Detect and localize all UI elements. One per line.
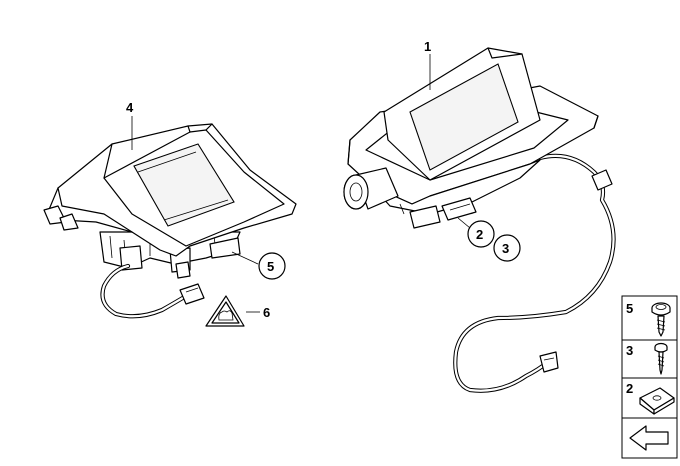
callout-5: 5 bbox=[267, 259, 274, 274]
central-display-unit bbox=[343, 47, 616, 393]
legend-label-3: 3 bbox=[626, 343, 633, 358]
callout-1: 1 bbox=[424, 39, 431, 54]
display-trim-housing bbox=[43, 123, 297, 319]
self-tapping-screw-icon bbox=[654, 342, 668, 375]
navigation-arrow-icon[interactable] bbox=[629, 425, 669, 451]
fastener-legend: 5 3 2 bbox=[621, 295, 678, 459]
legend-label-2: 2 bbox=[626, 381, 633, 396]
legend-label-5: 5 bbox=[626, 301, 633, 316]
callout-3: 3 bbox=[502, 241, 509, 256]
callout-5-circle bbox=[258, 252, 286, 280]
legend-box-3 bbox=[621, 339, 678, 379]
callout-2-circle bbox=[467, 220, 495, 248]
clip-nut-icon bbox=[639, 387, 675, 415]
callout-4: 4 bbox=[126, 100, 134, 115]
leader-line-5 bbox=[231, 251, 259, 265]
warning-label bbox=[205, 295, 245, 327]
screw-with-washer-icon bbox=[651, 302, 671, 337]
callout-2: 2 bbox=[476, 227, 483, 242]
callout-6: 6 bbox=[263, 305, 270, 320]
callout-3-circle bbox=[493, 234, 521, 262]
hand-warning-icon bbox=[218, 310, 234, 321]
leader-line-2 bbox=[457, 217, 471, 229]
